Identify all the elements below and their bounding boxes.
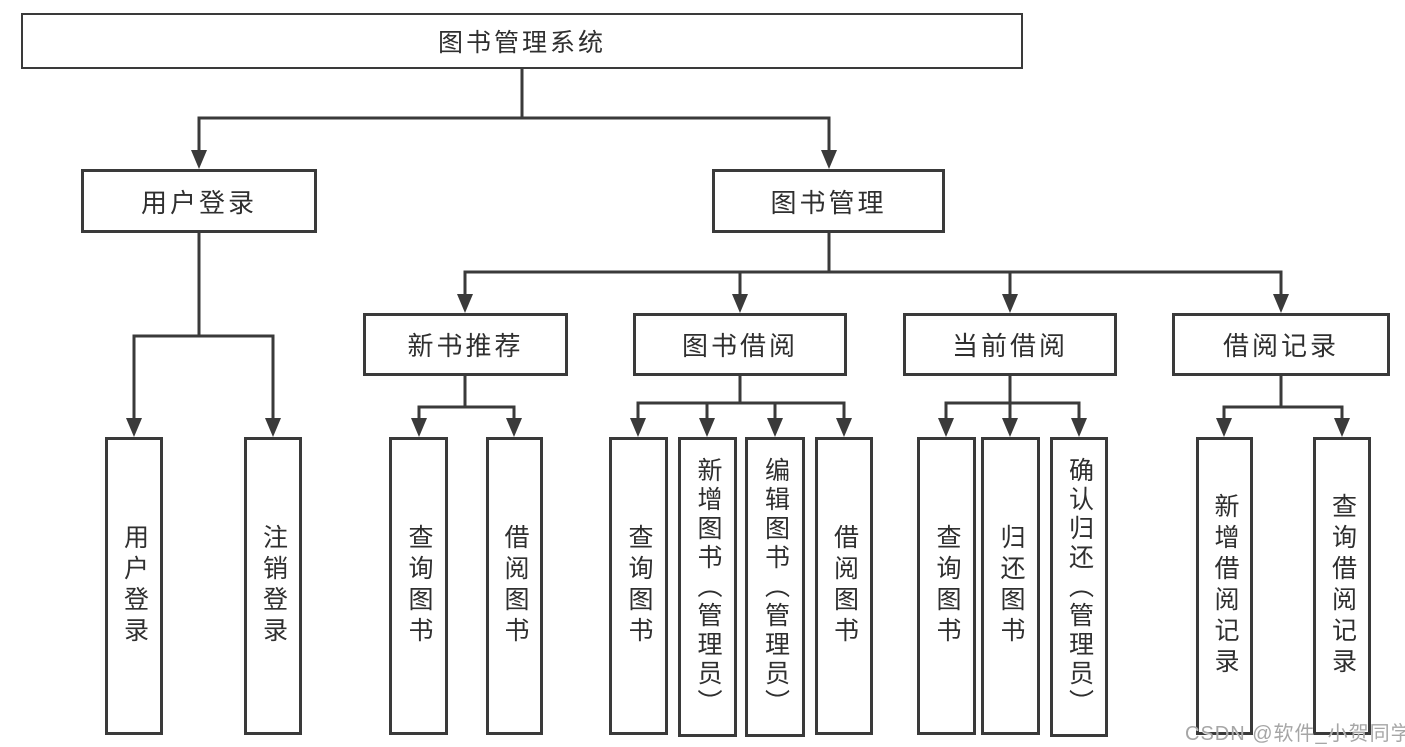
node-library-management-system: 图书管理系统 <box>21 13 1023 69</box>
node-borrowing-records: 借阅记录 <box>1172 313 1390 376</box>
csdn-watermark: CSDN @软件_小贺同学 <box>1185 723 1405 745</box>
node-book-borrowing: 图书借阅 <box>633 313 847 376</box>
node-new-book-recommendation: 新书推荐 <box>363 313 568 376</box>
node-borrowing-query-books: 查询图书 <box>609 437 668 735</box>
node-recommend-query-books: 查询图书 <box>389 437 448 735</box>
node-logout-action: 注销登录 <box>244 437 302 735</box>
node-user-login: 用户登录 <box>81 169 317 233</box>
node-records-query-record: 查询借阅记录 <box>1313 437 1371 735</box>
node-current-query-books: 查询图书 <box>917 437 976 735</box>
node-records-add-record: 新增借阅记录 <box>1196 437 1253 735</box>
node-book-management: 图书管理 <box>712 169 945 233</box>
node-current-confirm-return: 确认归还（管理员） <box>1050 437 1108 737</box>
node-current-return-books: 归还图书 <box>981 437 1040 735</box>
arrowheads <box>126 150 1350 437</box>
node-borrowing-add-books: 新增图书（管理员） <box>678 437 737 737</box>
node-recommend-borrow-books: 借阅图书 <box>486 437 543 735</box>
node-user-login-action: 用户登录 <box>105 437 163 735</box>
node-borrowing-edit-books: 编辑图书（管理员） <box>745 437 805 737</box>
connector-paths <box>132 69 1344 420</box>
node-current-borrowing: 当前借阅 <box>903 313 1117 376</box>
node-borrowing-borrow-books: 借阅图书 <box>815 437 873 735</box>
